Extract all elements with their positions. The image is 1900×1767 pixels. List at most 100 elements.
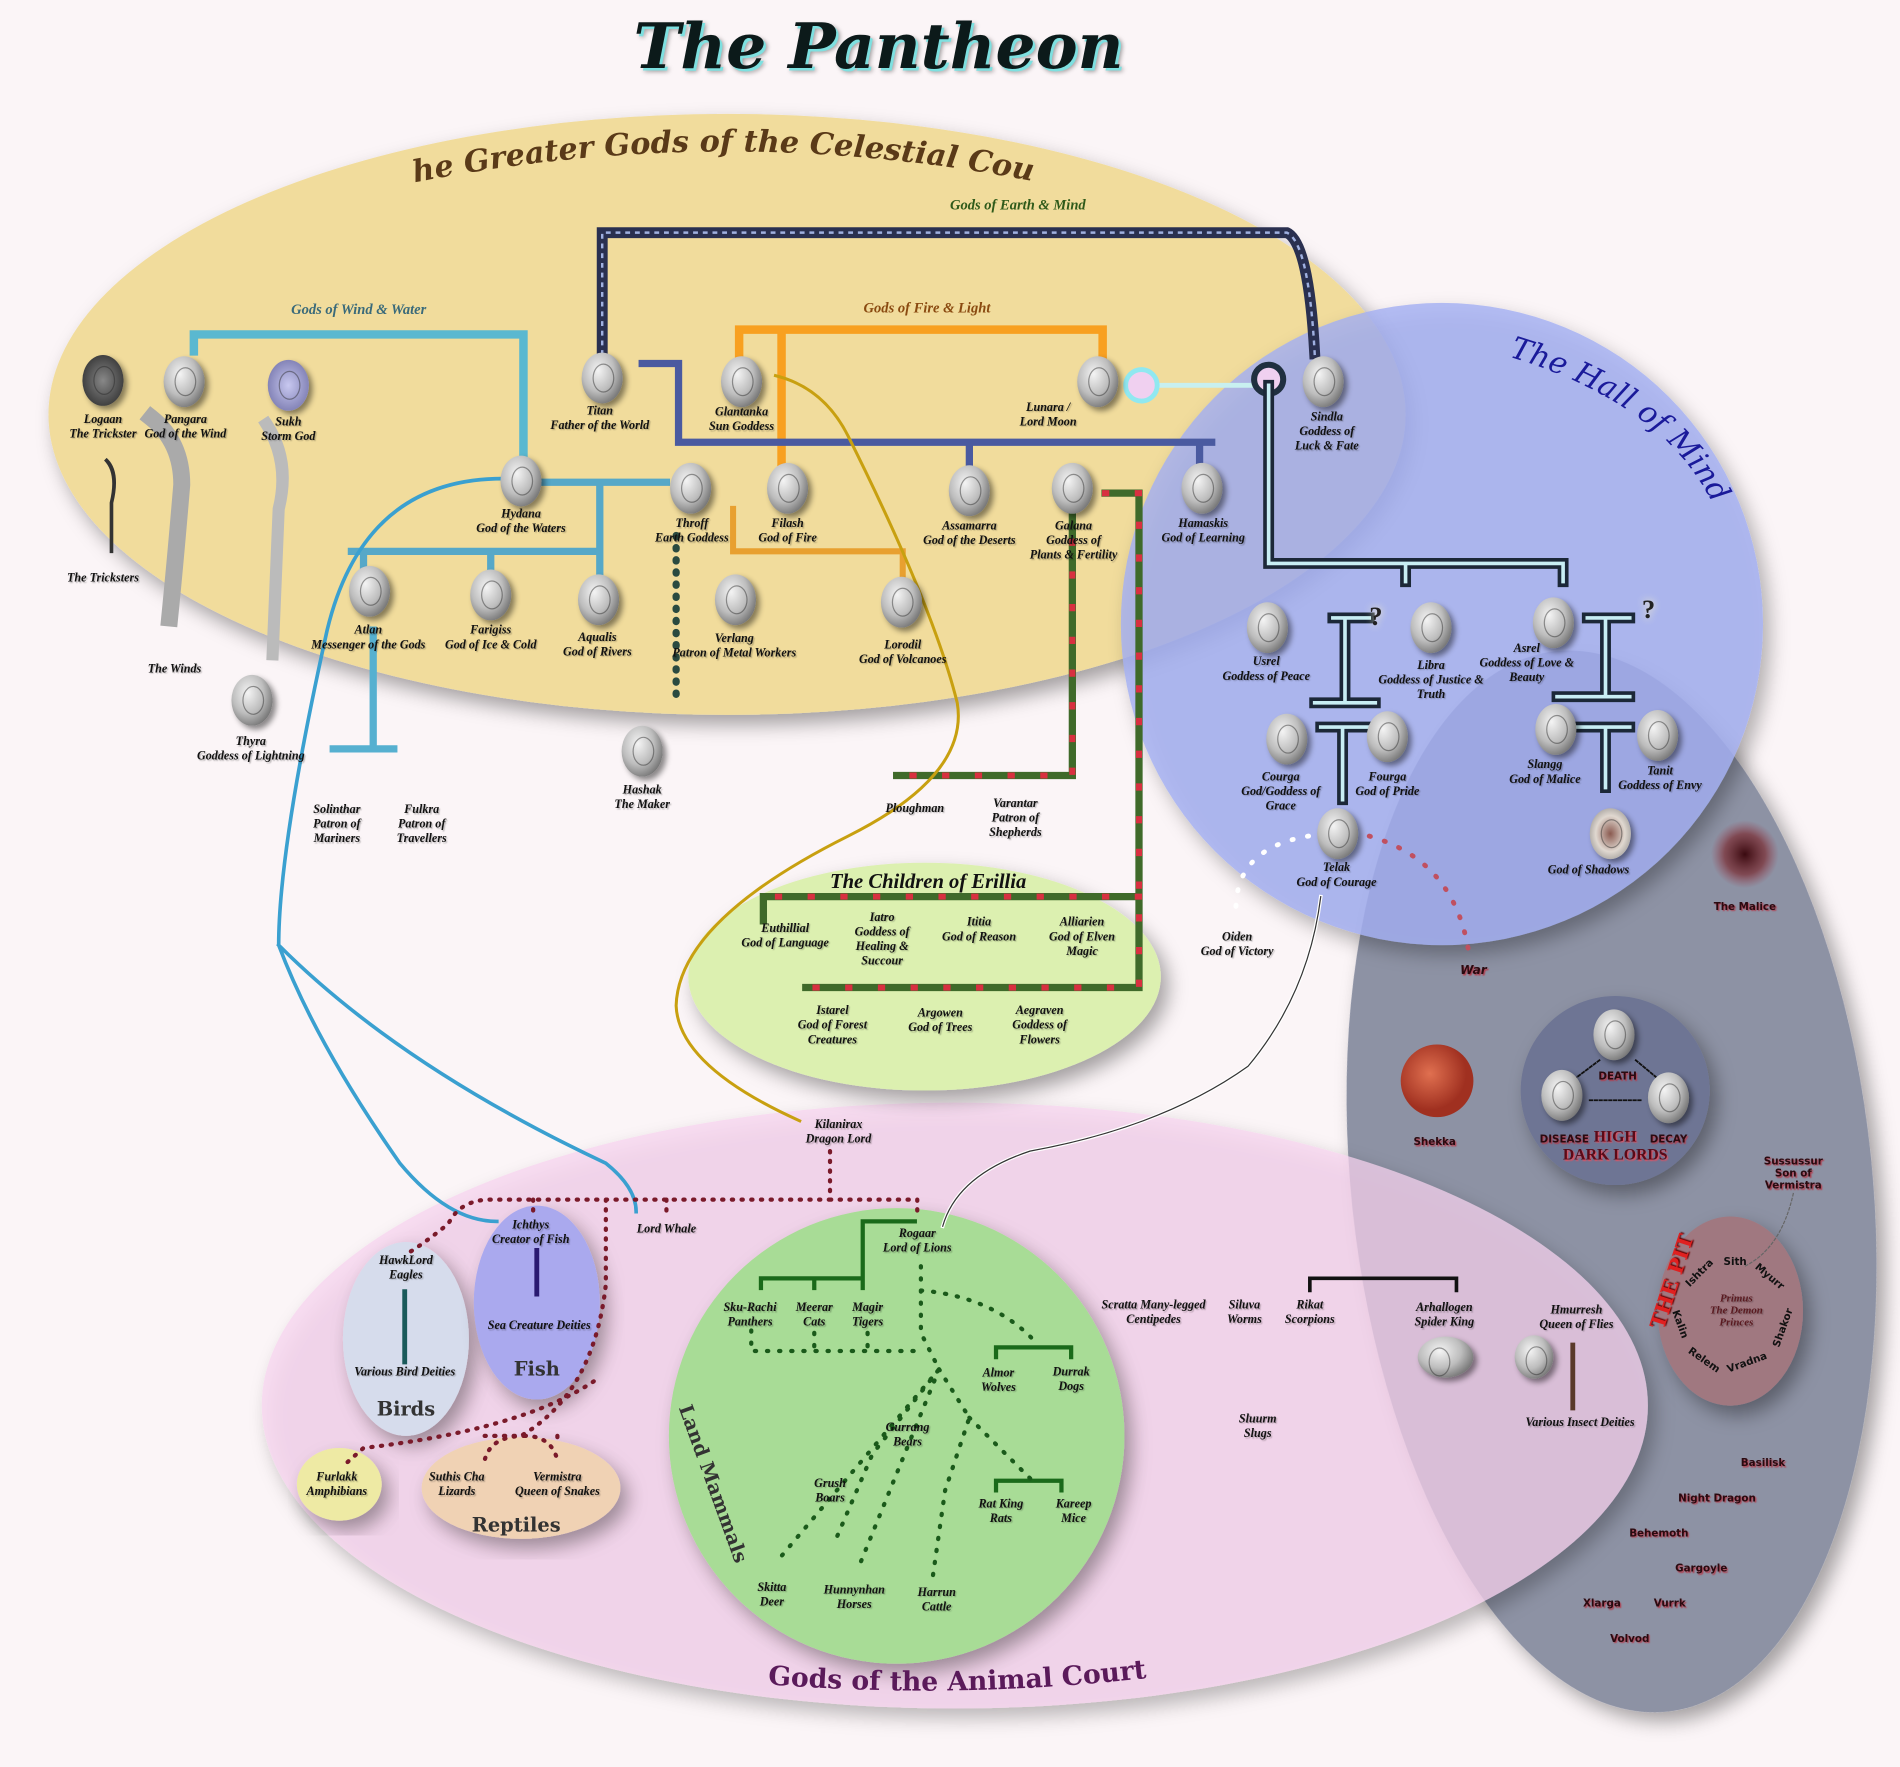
portrait-libra [1410, 602, 1452, 654]
label-libra: Libra Goddess of Justice & Truth [1378, 659, 1484, 702]
sun-link-line [674, 373, 960, 1123]
label-vermistra: Vermistra Queen of Snakes [514, 1471, 600, 1499]
portrait-disease [1541, 1069, 1583, 1121]
monster-label: Vurrk [1653, 1598, 1686, 1611]
monster-label: Behemoth [1629, 1527, 1689, 1541]
portrait-sukh [267, 359, 309, 411]
label-hydana: Hydana God of the Waters [476, 507, 566, 536]
portrait-tanit [1637, 710, 1679, 761]
malice-cloud [1710, 820, 1779, 889]
portrait-telak [1317, 808, 1359, 860]
label-aegraven: Aegraven Goddess of Flowers [1012, 1004, 1068, 1047]
portrait-death [1593, 1009, 1635, 1061]
monster-label: Volvod [1610, 1633, 1650, 1646]
unknown-child-mark: ? [1369, 601, 1383, 632]
label-telak: Telak God of Courage [1296, 861, 1377, 890]
erillia-title: The Children of Erillia [830, 870, 1027, 894]
birds-title: Birds [376, 1397, 436, 1421]
label-magir: Magir Tigers [851, 1301, 884, 1330]
label-insect-deities: Various Insect Deities [1525, 1416, 1635, 1430]
reptiles-title: Reptiles [471, 1513, 561, 1537]
label-tanit: Tanit Goddess of Envy [1618, 764, 1702, 793]
label-courga: Courga God/Goddess of Grace [1241, 770, 1321, 814]
label-ititia: Ititia God of Reason [942, 916, 1017, 944]
portrait-farigiss [470, 569, 512, 621]
portrait-thyra [231, 674, 273, 726]
portrait-sindla [1302, 356, 1344, 408]
label-istarel: Istarel God of Forest Creatures [797, 1004, 868, 1047]
label-hamaskis: Hamaskis God of Learning [1161, 517, 1245, 546]
portrait-decay [1647, 1072, 1690, 1124]
label-iatro: Iatro Goddess of Healing & Succour [854, 911, 910, 969]
label-decay: DECAY [1649, 1134, 1688, 1147]
label-suthis-cha: Suthis Cha Lizards [429, 1471, 485, 1499]
label-argowen: Argowen God of Trees [908, 1006, 973, 1035]
label-alliarien: Alliarien God of Elven Magic [1049, 916, 1116, 959]
label-titan: Titan Father of the World [550, 404, 650, 433]
victory-dots [1233, 833, 1312, 912]
label-hashak: Hashak The Maker [614, 783, 670, 812]
page-title: The Pantheon [633, 9, 1124, 84]
animal-dots [340, 1148, 920, 1469]
amphibians-region [296, 1447, 382, 1521]
label-the-malice: The Malice [1713, 901, 1776, 914]
label-meerar: Meerar Cats [795, 1301, 833, 1330]
label-logaan: Logaan The Trickster [69, 413, 137, 442]
atlan-bar [329, 626, 398, 753]
label-varantar: Varantar Patron of Shepherds [989, 797, 1042, 840]
portrait-slangg [1535, 703, 1577, 755]
label-galana: Galana Goddess of Plants & Fertility [1029, 519, 1118, 563]
portrait-lorodil [880, 576, 923, 628]
label-sussussur: Sussussur Son of Vermistra [1763, 1155, 1823, 1193]
portrait-arhallogen [1417, 1336, 1474, 1378]
label-almor: Almor Wolves [981, 1366, 1016, 1395]
monster-label: Basilisk [1740, 1457, 1786, 1470]
shekka-planet [1400, 1044, 1474, 1118]
label-kareep: Kareep Mice [1055, 1497, 1092, 1526]
label-bird-deities: Various Bird Deities [354, 1365, 456, 1379]
label-winds: The Winds [147, 662, 202, 677]
label-thyra: Thyra Goddess of Lightning [196, 735, 305, 764]
label-glantanka: Glantanka Sun Goddess [709, 405, 775, 434]
portrait-courga [1266, 713, 1308, 765]
portrait-hashak [621, 725, 663, 777]
label-filash: Filash God of Fire [758, 517, 817, 546]
portrait-hmurresh [1514, 1335, 1554, 1379]
portrait-galana [1051, 462, 1093, 514]
portrait-fourga [1366, 711, 1408, 763]
wind-water-line [189, 330, 528, 465]
fish-title: Fish [513, 1357, 560, 1381]
portrait-assamarra [948, 465, 990, 517]
fire-light-heading: Gods of Fire & Light [863, 299, 991, 317]
portrait-pangara [163, 356, 205, 408]
mammal-dots [749, 1264, 1039, 1578]
label-furlakk: Furlakk Amphibians [306, 1471, 368, 1499]
portrait-hamaskis [1181, 462, 1223, 514]
celestial-court-region [48, 113, 1406, 715]
label-lord-whale: Lord Whale [636, 1222, 697, 1236]
portrait-verlang [714, 574, 757, 626]
label-sku-rachi: Sku-Rachi Panthers [723, 1301, 777, 1330]
portrait-usrel [1246, 602, 1289, 654]
children-of-erillia-region [688, 862, 1161, 1091]
label-arhallogen: Arhallogen Spider King [1414, 1301, 1475, 1330]
portrait-throff [670, 462, 712, 514]
label-war: War [1460, 964, 1487, 978]
fish-region [473, 1205, 600, 1400]
label-skitta: Skitta Deer [757, 1581, 787, 1610]
pit-prince: Sith [1723, 1256, 1747, 1269]
portrait-asrel [1532, 597, 1574, 649]
label-sea-creatures: Sea Creature Deities [487, 1319, 591, 1333]
label-ichthys: Ichthys Creator of Fish [492, 1218, 570, 1247]
label-sukh: Sukh Storm God [261, 415, 316, 444]
hydana-bar [347, 478, 671, 583]
label-rogaar: Rogaar Lord of Lions [882, 1227, 952, 1256]
water-link-line [276, 476, 638, 1224]
portrait-logaan [82, 355, 124, 406]
label-verlang: Verlang Patron of Metal Workers [672, 632, 797, 661]
label-euthillial: Euthillial God of Language [741, 922, 829, 950]
label-solinthar: Solinthar Patron of Mariners [313, 803, 361, 846]
earth-mind-line-stars [601, 231, 1316, 356]
